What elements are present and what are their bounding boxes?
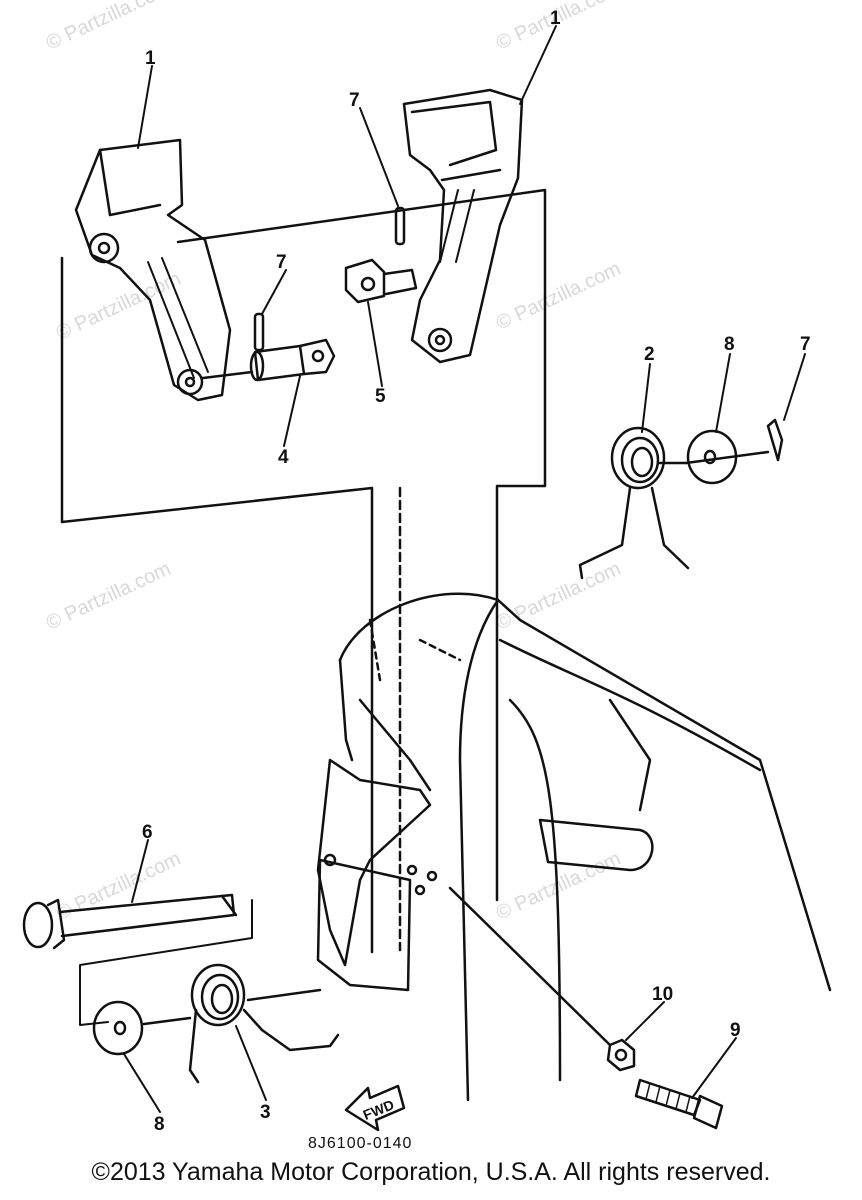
assembly-frame-lines [60, 188, 547, 954]
clevis-pin-5 [344, 258, 418, 304]
cotter-pin-center [394, 206, 406, 246]
callout-part7-right: 7 [800, 334, 811, 355]
leader-lines [123, 25, 806, 1113]
callout-part3: 3 [260, 1102, 271, 1123]
left-bracket [74, 138, 232, 402]
hex-nut-10 [448, 886, 636, 1072]
callout-part2: 2 [644, 344, 655, 365]
cotter-pin-left [253, 312, 265, 352]
long-pin-6 [22, 893, 253, 1026]
callout-part4: 4 [278, 447, 289, 468]
right-bracket [402, 88, 524, 364]
watermark: © Partzilla.com [493, 258, 624, 335]
callout-part10: 10 [652, 984, 673, 1005]
watermark: © Partzilla.com [493, 558, 624, 635]
forward-arrow-icon [344, 1084, 406, 1132]
washer-8-bottom [92, 1000, 192, 1056]
watermark: © Partzilla.com [43, 0, 174, 55]
callout-part8-top: 8 [724, 334, 735, 355]
callout-part1-left: 1 [145, 48, 156, 69]
copyright-notice: ©2013 Yamaha Motor Corporation, U.S.A. A… [91, 1158, 771, 1186]
clevis-pin-4 [249, 338, 336, 382]
callout-part9: 9 [730, 1020, 741, 1041]
callout-part7-left: 7 [276, 252, 287, 273]
callout-part5: 5 [375, 386, 386, 407]
watermark-layer: © Partzilla.com © Partzilla.com © Partzi… [43, 0, 624, 925]
callout-part8-bottom: 8 [154, 1114, 165, 1135]
cotter-pin-right [658, 418, 784, 465]
callout-part6: 6 [142, 822, 153, 843]
watermark: © Partzilla.com [43, 558, 174, 635]
torsion-spring-2 [578, 426, 690, 580]
bolt-9 [634, 1078, 724, 1130]
diagram-code: 8J6100-0140 [308, 1135, 412, 1152]
swivel-bracket [316, 592, 832, 1102]
callout-part7-center: 7 [349, 90, 360, 111]
watermark: © Partzilla.com [53, 848, 184, 925]
callout-part1-right: 1 [550, 8, 561, 29]
callout-labels: 1 1 7 7 5 4 2 8 7 6 8 3 10 9 [142, 8, 811, 1135]
torsion-spring-3 [188, 963, 340, 1084]
